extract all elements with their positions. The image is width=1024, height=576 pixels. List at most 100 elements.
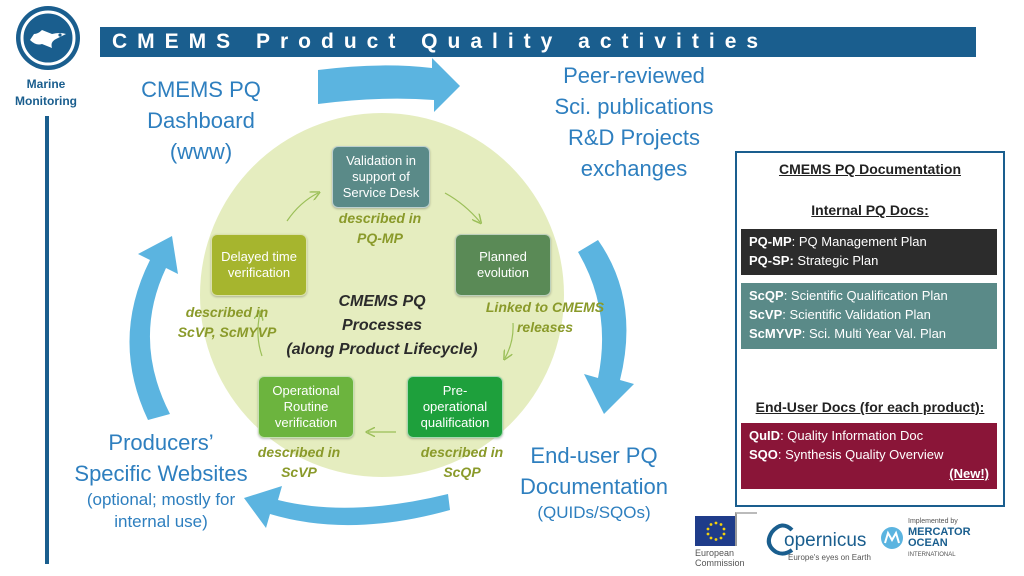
doc-abbr: ScQP [749,288,784,303]
pre-operational-box: Pre-operational qualification [407,376,503,438]
internal-docs-header: Internal PQ Docs: [811,202,929,218]
doc-entry: ScQP: Scientific Qualification Plan [749,286,989,305]
dashboard-line: Dashboard [147,108,255,133]
enduser-note: (QUIDs/SQOs) [537,503,651,522]
sidebar-label-line: Monitoring [15,94,77,108]
note-line: ScVP [281,464,317,480]
doc-entry: SQO: Synthesis Quality Overview [749,445,989,464]
internal-docs-box-1: PQ-MP: PQ Management Plan PQ-SP: Strateg… [741,229,997,275]
mercator-sub: INTERNATIONAL [908,552,956,558]
doc-entry: ScVP: Scientific Validation Plan [749,305,989,324]
center-label: CMEMS PQ Processes (along Product Lifecy… [272,290,492,362]
doc-text: : Scientific Qualification Plan [783,288,948,303]
delayed-time-box: Delayed time verification [211,234,307,296]
enduser-label: End-user PQ Documentation (QUIDs/SQOs) [504,440,684,524]
producers-line: Producers’ [108,430,214,455]
copernicus-logo: opernicus Europe's eyes on Earth [766,520,874,566]
dashboard-label: CMEMS PQ Dashboard (www) [120,74,282,167]
inner-arrow [286,193,318,222]
doc-text: : Synthesis Quality Overview [777,447,944,462]
marine-monitoring-logo [16,6,80,70]
documentation-header: CMEMS PQ Documentation [778,161,961,177]
sidebar-label-line: Marine [26,77,66,91]
preop-label: Pre-operational qualification [420,383,490,430]
enduser-line: End-user PQ [530,443,658,468]
inner-arrow [444,192,480,222]
eu-flag-icon [695,516,737,546]
peer-line: exchanges [580,156,688,181]
doc-abbr: ScVP [749,307,783,322]
inner-arrow [258,313,262,357]
doc-abbr: PQ-MP [749,234,792,249]
note-pqmp: described in PQ-MP [330,208,430,248]
validation-box: Validation in support of Service Desk [332,146,430,208]
note-line: described in [338,210,422,226]
doc-text: : Sci. Multi Year Val. Plan [801,326,947,341]
note-line: Linked to CMEMS [485,299,605,315]
copernicus-wordmark: opernicus [784,530,867,551]
center-line: CMEMS PQ [338,293,426,310]
doc-entry: PQ-MP: PQ Management Plan [749,232,989,251]
mercator-line: OCEAN [908,537,948,549]
producers-note: internal use) [114,512,208,531]
page-title: CMEMS Product Quality activities [100,27,976,57]
eu-label: European Commission [695,548,745,568]
note-line: described in [420,444,504,460]
producers-line: Specific Websites [74,461,248,486]
left-arrow [129,236,178,420]
note-line: ScQP [443,464,481,480]
doc-entry: PQ-SP: Strategic Plan [749,251,989,270]
eu-label-line: European [695,548,735,558]
right-arrow [578,240,634,414]
note-linked: Linked to CMEMS releases [478,297,612,337]
mercator-logo: Implemented by MERCATOR OCEAN INTERNATIO… [880,518,971,568]
producers-label: Producers’ Specific Websites (optional; … [62,427,260,533]
mercator-line: MERCATOR [908,526,971,538]
peer-reviewed-label: Peer-reviewed Sci. publications R&D Proj… [528,60,740,184]
top-arrow [318,58,460,112]
bottom-arrow [244,486,450,528]
note-scqp: described in ScQP [412,442,512,482]
oprv-label: Operational Routine verification [272,383,340,430]
doc-abbr: PQ-SP: [749,253,794,268]
doc-abbr: QuID [749,428,781,443]
center-line: Processes [341,317,423,334]
peer-line: Sci. publications [554,94,714,119]
dashboard-line: CMEMS PQ [141,77,261,102]
doc-text: : Quality Information Doc [780,428,924,443]
mercator-small: Implemented by [908,518,958,525]
note-scvp: described in ScVP [250,442,348,482]
doc-text: : Scientific Validation Plan [782,307,931,322]
inner-arrow [505,322,514,358]
mercator-wordmark: MERCATOR OCEAN [908,527,971,549]
doc-entry: QuID: Quality Information Doc [749,426,989,445]
planned-evolution-box: Planned evolution [455,234,551,296]
note-line: described in [185,304,269,320]
doc-text: Strategic Plan [793,253,879,268]
sidebar-label: Marine Monitoring [6,76,86,110]
doc-text: : PQ Management Plan [791,234,927,249]
dashboard-line: (www) [169,139,233,164]
validation-label: Validation in support of Service Desk [342,153,420,200]
internal-docs-box-2: ScQP: Scientific Qualification Plan ScVP… [741,283,997,349]
enduser-docs-header: End-User Docs (for each product): [755,399,985,415]
ec-building-icon [735,512,757,546]
doc-abbr: SQO [749,447,778,462]
eu-label-line: Commission [695,558,745,568]
doc-entry: ScMYVP: Sci. Multi Year Val. Plan [749,324,989,343]
enduser-line: Documentation [520,474,668,499]
new-label: (New!) [949,466,989,481]
enduser-docs-box: QuID: Quality Information Doc SQO: Synth… [741,423,997,489]
sidebar-divider [45,116,49,564]
note-line: ScVP, ScMYVP [177,324,277,340]
note-line: described in [257,444,341,460]
mercator-m-icon [881,527,903,549]
note-line: releases [516,319,574,335]
delayed-label: Delayed time verification [221,249,297,280]
operational-routine-box: Operational Routine verification [258,376,354,438]
center-line: (along Product Lifecycle) [286,341,478,358]
european-commission-logo: European Commission [681,512,761,568]
documentation-panel: CMEMS PQ Documentation Internal PQ Docs:… [735,151,1005,507]
planned-label: Planned evolution [476,249,530,280]
fish-icon [20,10,76,66]
